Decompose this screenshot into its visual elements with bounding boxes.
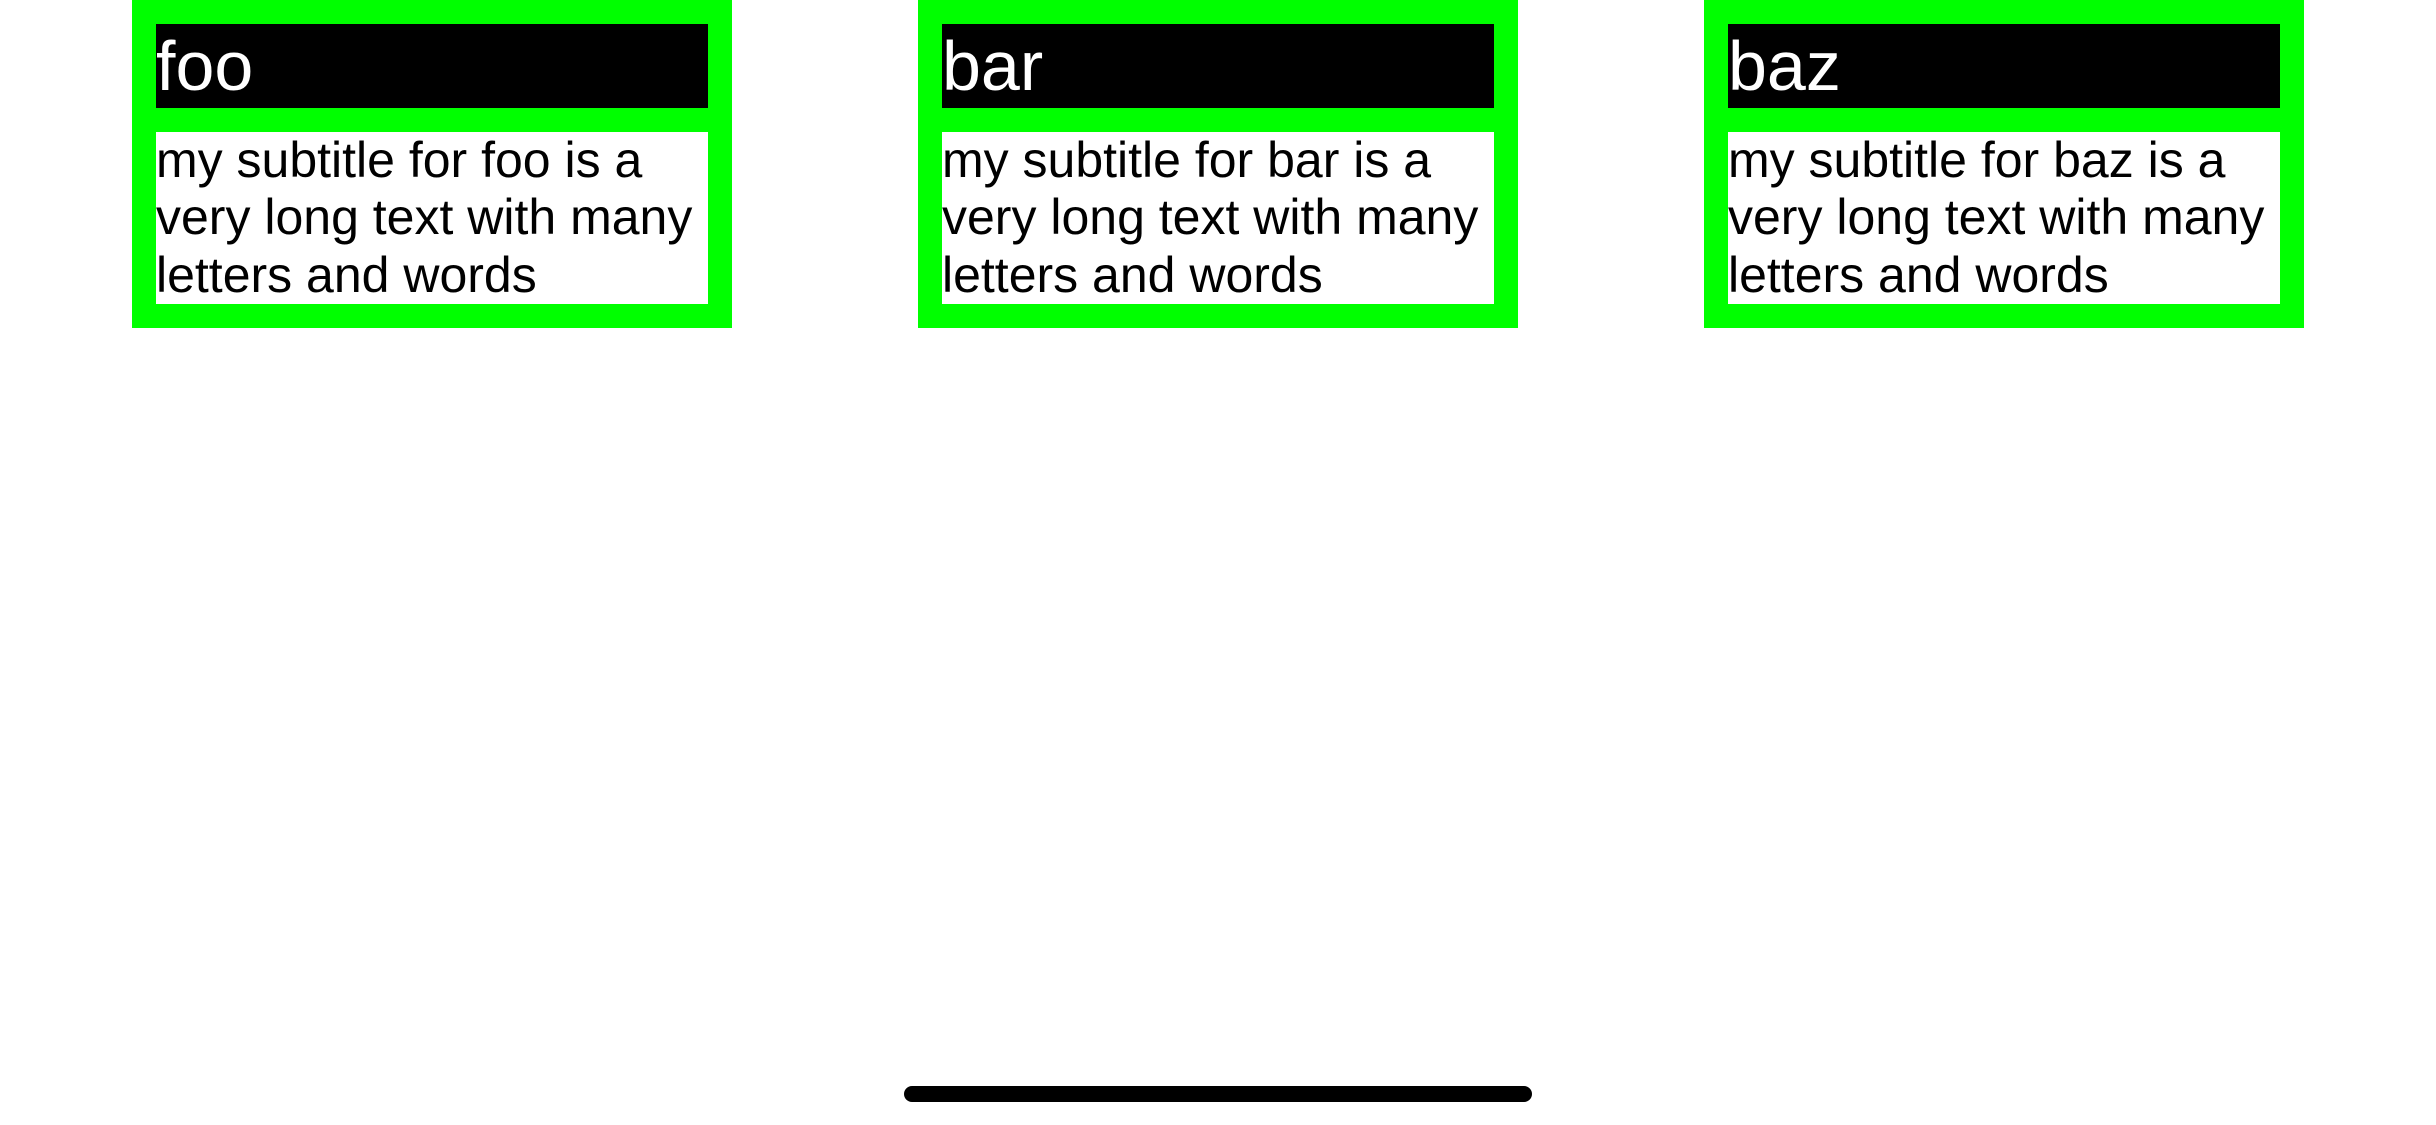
card-foo[interactable]: foo my subtitle for foo is a very long t… — [132, 0, 732, 328]
card-baz[interactable]: baz my subtitle for baz is a very long t… — [1704, 0, 2304, 328]
card-subtitle: my subtitle for bar is a very long text … — [942, 132, 1494, 304]
card-title: foo — [156, 24, 708, 108]
card-subtitle: my subtitle for baz is a very long text … — [1728, 132, 2280, 304]
home-indicator[interactable] — [904, 1086, 1532, 1102]
card-bar[interactable]: bar my subtitle for bar is a very long t… — [918, 0, 1518, 328]
card-title: baz — [1728, 24, 2280, 108]
card-title: bar — [942, 24, 1494, 108]
card-subtitle: my subtitle for foo is a very long text … — [156, 132, 708, 304]
